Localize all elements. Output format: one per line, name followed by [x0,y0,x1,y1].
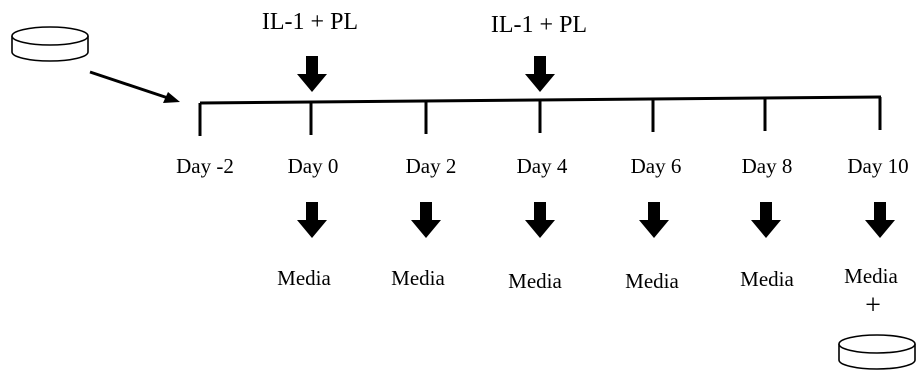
day-label-minus-2: Day -2 [176,154,234,178]
media-arrow-day-0 [297,202,327,238]
end-culture-dish-icon [838,334,916,370]
day-label-10: Day 10 [847,154,909,178]
day-label-8: Day 8 [741,154,793,178]
dish-pointer-arrow [89,70,180,103]
timeline-ticks [198,97,882,136]
treatment-label-day-0: IL-1 + PL [261,9,359,35]
treatment-label-day-4: IL-1 + PL [490,12,588,38]
start-culture-dish-icon [11,26,89,62]
media-arrow-day-2 [411,202,441,238]
day-label-4: Day 4 [516,154,568,178]
treatment-arrow-day-4 [525,56,555,92]
media-label-day-10: Media [844,264,898,288]
plus-sign: + [865,290,881,321]
media-arrow-day-4 [525,202,555,238]
media-label-day-4: Media [508,269,562,293]
media-arrow-day-8 [751,202,781,238]
media-label-day-2: Media [391,266,445,290]
media-arrow-day-10 [865,202,895,238]
day-label-2: Day 2 [405,154,457,178]
treatment-arrow-day-0 [297,56,327,92]
media-label-day-8: Media [740,267,794,291]
day-label-6: Day 6 [630,154,682,178]
day-label-0: Day 0 [287,154,339,178]
media-label-day-0: Media [277,266,331,290]
media-label-day-6: Media [625,269,679,293]
media-arrow-day-6 [639,202,669,238]
